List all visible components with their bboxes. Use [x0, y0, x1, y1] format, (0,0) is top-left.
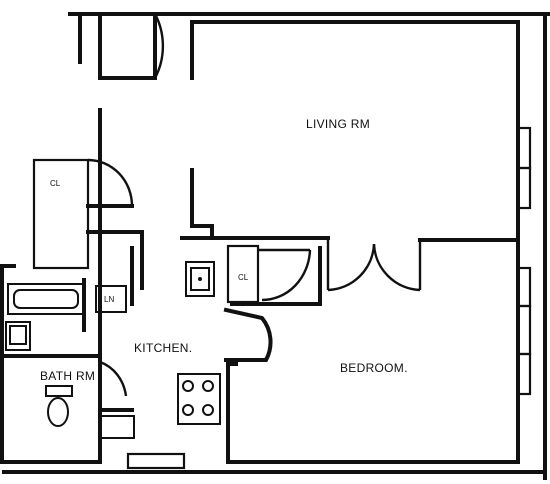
kitchen-fixtures: [177, 261, 273, 425]
kitchen-closet-label: CL: [238, 273, 249, 282]
exterior-walls: [0, 12, 550, 480]
kitchen-closet: [226, 244, 312, 304]
windows: [126, 126, 532, 470]
bedroom-walls: [226, 238, 520, 464]
linen-closet-label: LN: [104, 295, 114, 304]
bathroom-fixtures: [0, 278, 135, 464]
double-door: [326, 238, 422, 292]
living-room-walls: [180, 20, 520, 242]
hall-closet-label: CL: [50, 179, 61, 188]
bath-label: BATH RM: [40, 369, 95, 383]
kitchen-label: KITCHEN.: [134, 341, 192, 355]
hall-closet: [32, 158, 144, 306]
bedroom-label: BEDROOM.: [340, 361, 408, 375]
entry-door: [98, 12, 165, 80]
living-room-label: LIVING RM: [306, 117, 370, 131]
